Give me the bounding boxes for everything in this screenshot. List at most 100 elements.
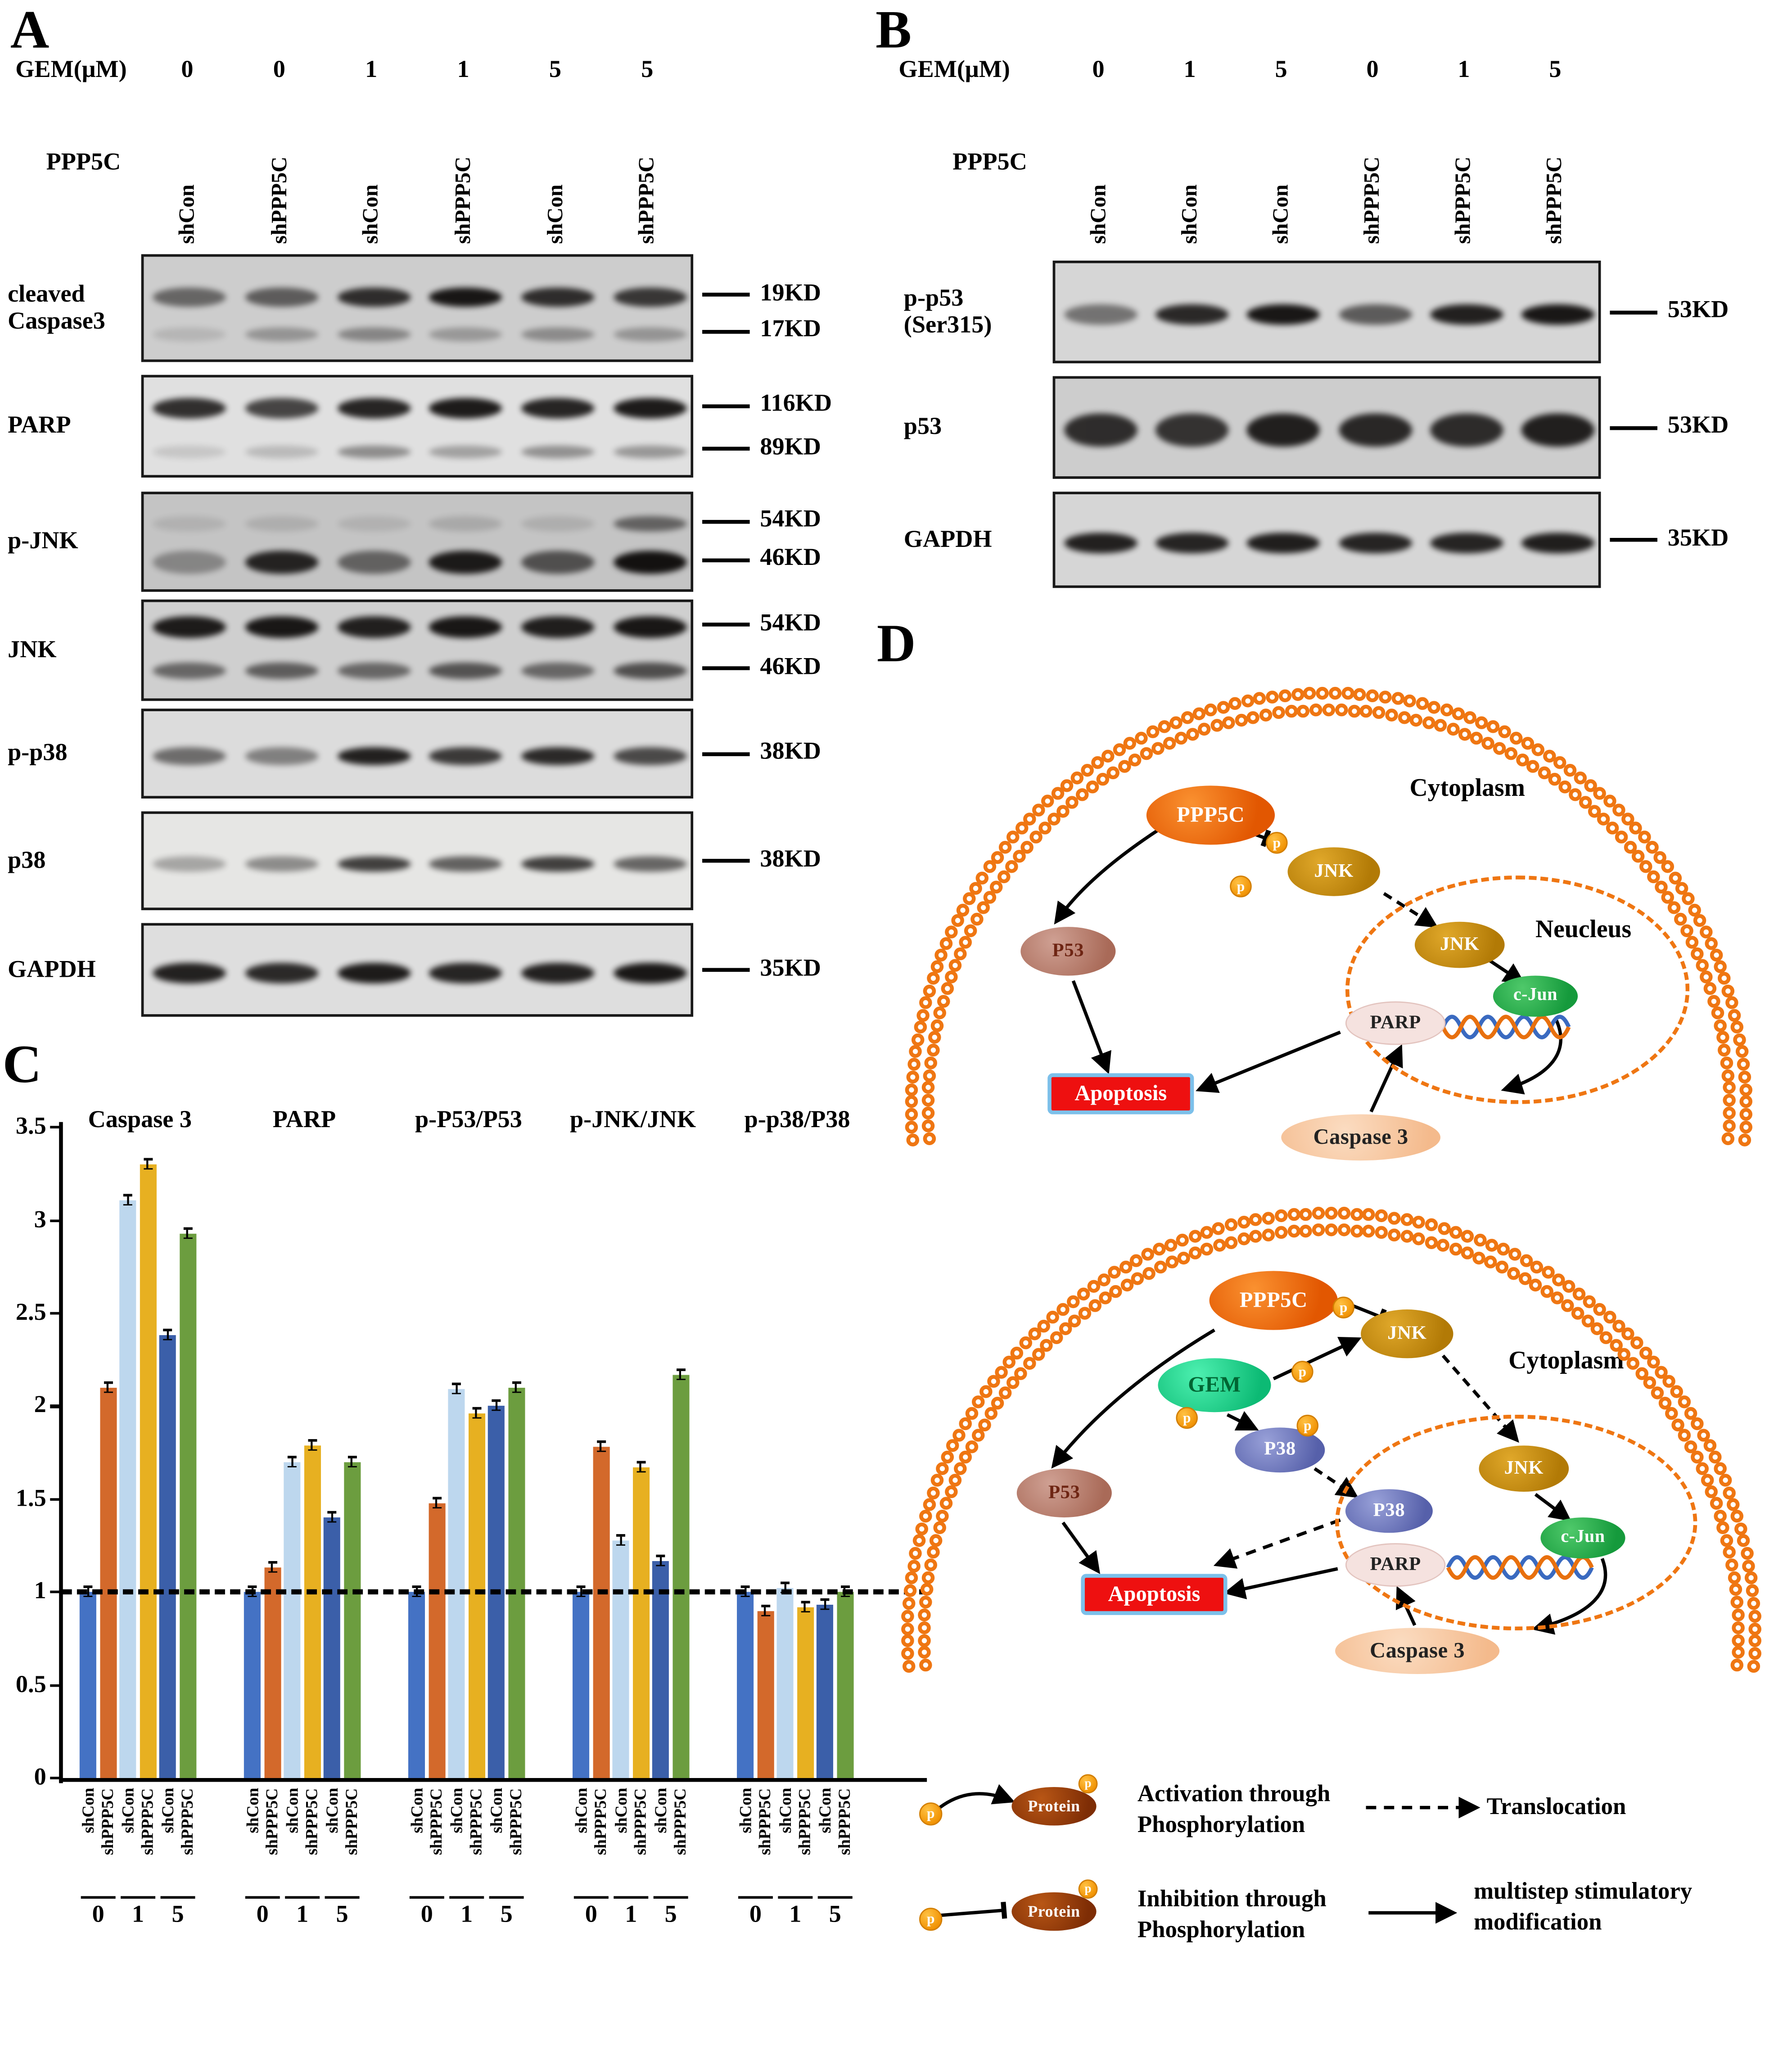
membrane-bead <box>1552 1273 1566 1286</box>
gem-label: GEM(μM) <box>898 56 1010 84</box>
marker-label: 46KD <box>760 544 821 572</box>
cytoplasm-label-2: Cytoplasm <box>1508 1348 1624 1375</box>
x-tick-label: shPPP5C <box>426 1788 446 1855</box>
group-title: PARP <box>272 1106 336 1134</box>
error-bar <box>676 1368 685 1380</box>
reference-line <box>61 1589 930 1595</box>
blot-band <box>337 855 411 871</box>
membrane-bead <box>1705 1485 1718 1499</box>
error-bar <box>103 1381 113 1393</box>
error-bar <box>287 1455 297 1467</box>
phospho-p: p <box>1266 832 1288 854</box>
x-tick-label: shPPP5C <box>137 1788 157 1855</box>
blot-band <box>245 551 319 574</box>
gem-value: 0 <box>1092 56 1105 84</box>
membrane-bead <box>1325 1223 1338 1237</box>
membrane-bead <box>1748 1609 1761 1622</box>
membrane-bead <box>1262 1211 1275 1224</box>
dose-label: 5 <box>829 1901 841 1928</box>
membrane-bead <box>994 1365 1007 1378</box>
membrane-bead <box>1410 713 1423 726</box>
membrane-bead <box>1440 704 1453 717</box>
membrane-bead <box>1335 704 1348 717</box>
dose-line <box>778 1896 813 1899</box>
blot-band <box>613 288 687 307</box>
blot-band <box>245 398 319 419</box>
legend-protein: Protein <box>1011 1892 1097 1931</box>
membrane-bead <box>1739 1095 1752 1109</box>
membrane-bead <box>923 1069 936 1082</box>
membrane-bead <box>1635 1367 1648 1380</box>
membrane-bead <box>1237 1233 1250 1246</box>
x-tick-label: shPPP5C <box>834 1788 854 1855</box>
gem-value: 5 <box>1275 56 1287 84</box>
blot-band <box>337 327 411 342</box>
membrane-bead <box>905 1083 919 1096</box>
membrane-bead <box>1134 731 1148 745</box>
membrane-bead <box>1721 1069 1734 1082</box>
marker-label: 38KD <box>760 738 821 765</box>
y-tick-label: 0.5 <box>15 1671 46 1698</box>
membrane-bead <box>926 1546 940 1559</box>
membrane-bead <box>901 1647 915 1661</box>
y-tick-label: 2 <box>34 1392 46 1419</box>
bar <box>672 1374 689 1778</box>
dose-line <box>81 1896 116 1899</box>
membrane-bead <box>1047 813 1060 826</box>
membrane-bead <box>1737 1058 1750 1071</box>
membrane-bead <box>922 1119 935 1133</box>
membrane-bead <box>1529 1278 1542 1291</box>
dose-line <box>653 1896 688 1899</box>
membrane-bead <box>1663 1375 1676 1388</box>
membrane-bead <box>1748 1622 1761 1635</box>
membrane-bead <box>1739 1120 1752 1134</box>
membrane-bead <box>922 1081 935 1095</box>
membrane-bead <box>1354 688 1367 701</box>
bar <box>428 1503 445 1778</box>
blot-band <box>337 616 411 639</box>
cell1-jnk_n: JNK <box>1414 921 1505 968</box>
cell2-caspase3: Caspase 3 <box>1335 1628 1500 1674</box>
membrane-bead <box>1654 880 1668 894</box>
membrane-bead <box>1541 1266 1555 1279</box>
membrane-bead <box>901 1622 914 1635</box>
membrane-bead <box>1106 766 1120 780</box>
membrane-bead <box>1530 1260 1544 1273</box>
membrane-bead <box>1730 1596 1743 1609</box>
x-tick-label: shPPP5C <box>794 1788 814 1855</box>
cell2-cjun: c-Jun <box>1540 1517 1625 1559</box>
marker-label: 54KD <box>760 609 821 636</box>
blot-band <box>521 288 595 307</box>
membrane-bead <box>1493 742 1507 755</box>
x-tick-label: shPPP5C <box>97 1788 117 1855</box>
membrane-bead <box>1403 695 1417 708</box>
legend-inhibition-label: Inhibition through Phosphorylation <box>1137 1887 1327 1944</box>
dose-line <box>489 1896 524 1899</box>
dose-line <box>160 1896 195 1899</box>
membrane-bead <box>1300 1207 1313 1221</box>
membrane-bead <box>1496 1243 1510 1256</box>
membrane-bead <box>903 1584 917 1598</box>
error-bar <box>451 1383 461 1395</box>
blot-band <box>245 288 319 307</box>
blot-band <box>1064 413 1137 447</box>
membrane-bead <box>1708 1451 1722 1464</box>
blot-band <box>337 962 411 983</box>
membrane-bead <box>1732 1621 1745 1634</box>
blot-box <box>1052 260 1601 364</box>
marker-label: 53KD <box>1667 412 1729 439</box>
membrane-bead <box>1110 1285 1123 1298</box>
error-bar <box>347 1455 357 1467</box>
blot-band <box>337 445 411 458</box>
blot-name: p-JNK <box>8 528 78 555</box>
membrane-bead <box>1375 1210 1388 1223</box>
cell2-apoptosis: Apoptosis <box>1081 1574 1228 1615</box>
blot-box <box>141 709 694 799</box>
membrane-bead <box>937 994 950 1007</box>
membrane-bead <box>1387 1228 1401 1241</box>
blot-band <box>153 855 227 871</box>
membrane-bead <box>1609 1339 1622 1352</box>
membrane-bead <box>1700 1474 1714 1487</box>
lane-label: shCon <box>358 184 383 244</box>
membrane-bead <box>1516 753 1529 767</box>
